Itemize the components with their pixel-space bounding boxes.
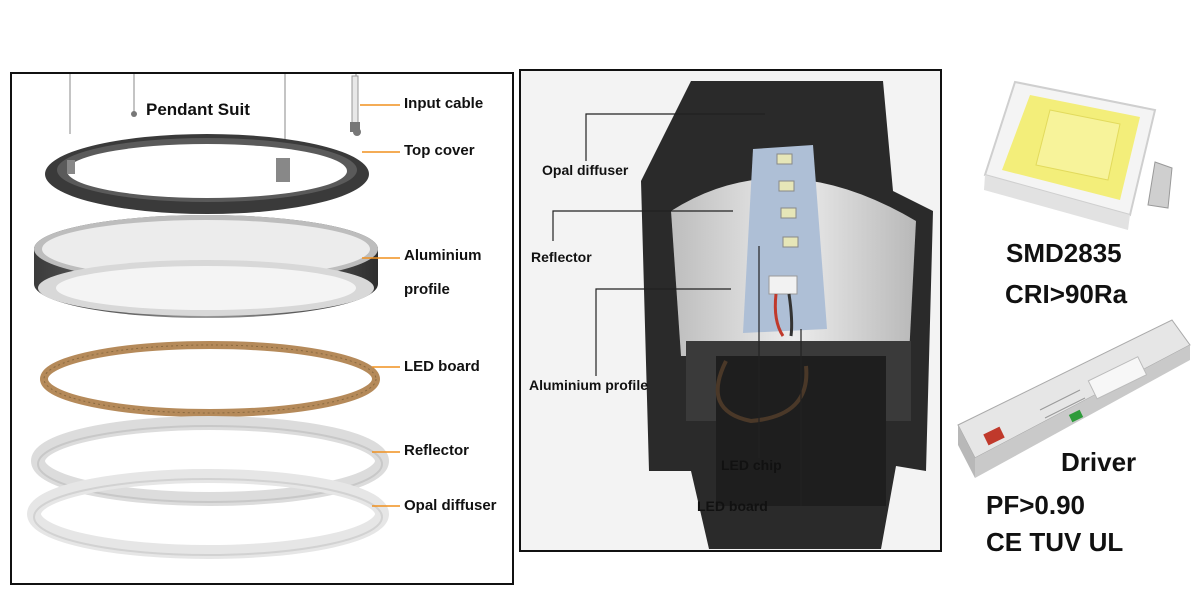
led-board-ring	[40, 341, 380, 417]
middle-leader-lines	[552, 113, 802, 506]
pendant-suit-panel: Pendant Suit Input cable Top cover Alumi…	[10, 72, 514, 585]
label-led-board: LED board	[404, 358, 480, 375]
certification-text: CE TUV UL	[986, 527, 1124, 557]
pendant-suit-title: Pendant Suit	[146, 100, 250, 119]
top-cover-ring	[45, 111, 369, 214]
label-aluminium-line2: profile	[404, 281, 450, 298]
aluminium-profile-ring	[34, 215, 378, 318]
led-chip-3	[780, 207, 797, 219]
label-reflector-mid: Reflector	[531, 249, 592, 265]
pf-spec-text: PF>0.90	[986, 490, 1086, 520]
label-aluminium-line1: Aluminium	[404, 247, 482, 264]
label-aluminium-profile-mid: Aluminium profile	[529, 377, 648, 393]
label-led-board-mid: LED board	[697, 498, 768, 514]
reflector-ring	[31, 416, 389, 506]
label-top-cover: Top cover	[404, 142, 475, 159]
cri-spec-text: CRI>90Ra	[1005, 279, 1128, 309]
profile-cross-section-panel: Opal diffuser Reflector Aluminium profil…	[519, 69, 942, 552]
label-reflector: Reflector	[404, 442, 470, 459]
label-opal-diffuser-mid: Opal diffuser	[542, 162, 629, 178]
label-input-cable: Input cable	[404, 95, 484, 112]
pendant-exploded-diagram	[27, 74, 400, 559]
label-opal-diffuser: Opal diffuser	[404, 497, 497, 514]
input-cable-graphic	[350, 75, 360, 132]
driver-title-text: Driver	[1061, 447, 1137, 477]
smd2835-chip-image	[983, 80, 1173, 230]
profile-cross-section-illustration	[552, 81, 933, 549]
left-leader-lines	[360, 104, 400, 507]
opal-diffuser-ring	[27, 469, 389, 559]
smd-model-text: SMD2835	[1006, 238, 1122, 268]
led-chip-2	[778, 180, 795, 192]
led-chip-4	[782, 236, 799, 248]
led-chip-1	[776, 153, 793, 165]
led-board-graphic	[743, 145, 827, 337]
label-led-chip-mid: LED chip	[721, 457, 782, 473]
